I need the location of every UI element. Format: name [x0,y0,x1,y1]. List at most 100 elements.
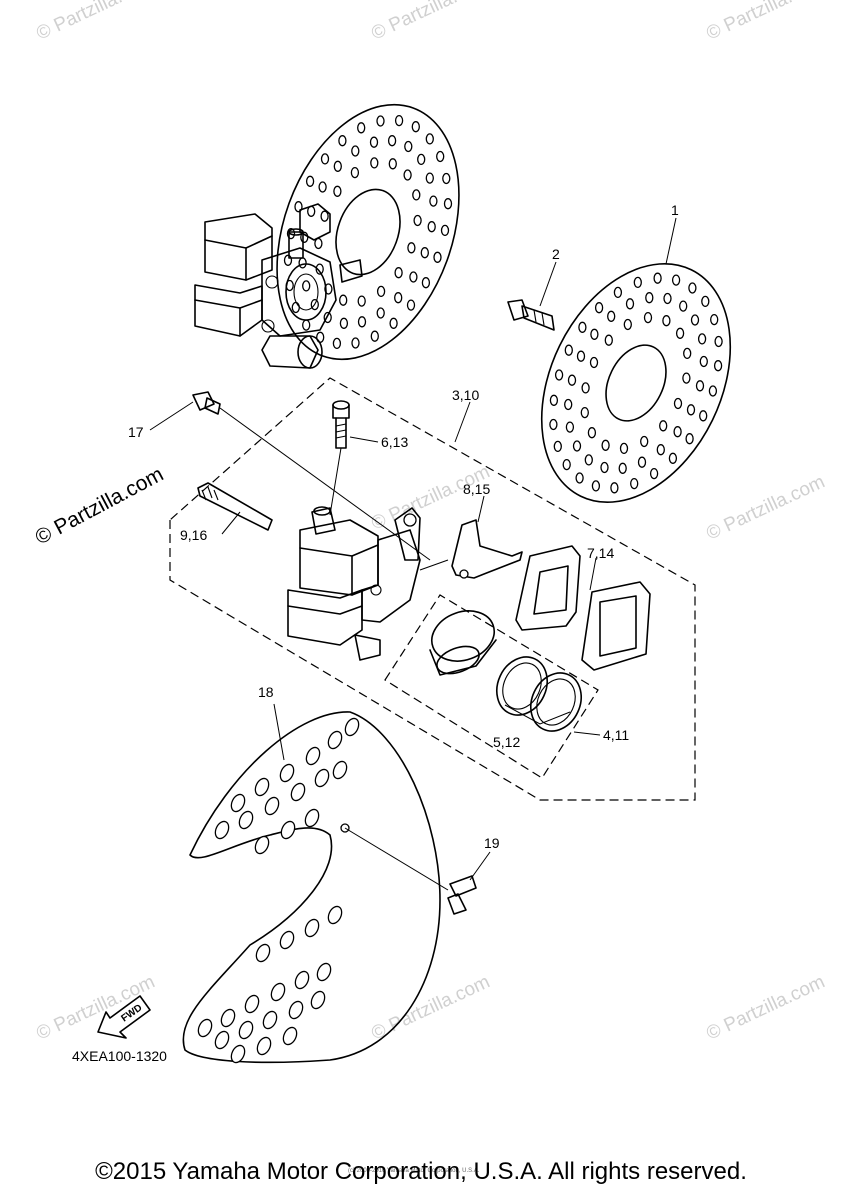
drilled-hole [427,221,436,233]
brake-pads [515,545,651,671]
drilled-hole [440,224,450,237]
drilled-hole [429,195,438,207]
drilled-hole [351,145,360,157]
drilled-hole [376,285,386,298]
caliper-body [287,506,449,661]
drilled-hole [589,356,599,369]
drilled-hole [572,440,582,452]
guard-hole [264,796,280,816]
drilled-hole [688,282,697,294]
watermark: © Partzilla.com [703,0,828,45]
drilled-hole [686,404,696,416]
drilled-hole [575,472,584,484]
drilled-hole [425,172,434,184]
drilled-hole [695,380,705,392]
callout-2: 2 [552,246,560,262]
drilled-hole [413,214,422,227]
drilled-hole [339,294,348,306]
drilled-hole [576,350,586,362]
drilled-hole [701,295,710,308]
drilled-hole [564,398,573,411]
guard-hole [238,1020,254,1040]
drilled-hole [697,333,707,345]
drilled-hole [417,153,426,166]
drilled-hole [404,140,413,153]
drilled-hole [643,311,653,324]
guard-hole [304,808,320,828]
drilled-hole [357,295,366,307]
guard-hole [314,768,330,788]
guard-hole [244,994,260,1014]
guard-bolt [447,875,477,915]
guard-hole [310,990,326,1010]
callout-17: 17 [128,424,144,440]
drilled-hole [708,385,718,397]
drilled-hole [562,458,571,471]
guard-hole [327,905,343,925]
drilled-hole [630,477,639,490]
drilled-hole [590,328,599,340]
bleed-screw [329,400,350,516]
guard-hole [288,1000,304,1020]
guard-hole [238,810,254,830]
drilled-hole [584,454,593,466]
drilled-hole [673,397,683,410]
drilled-hole [315,263,324,275]
drilled-hole [389,317,398,329]
drilled-hole [645,292,654,304]
caliper-pin [197,482,273,531]
guard-hole [305,746,321,766]
drilled-hole [649,467,659,480]
assembled-caliper [194,203,363,369]
guard-hole [255,943,271,963]
guard-hole [290,782,306,802]
drilled-hole [421,277,431,289]
drilled-hole [553,440,562,453]
drilled-hole [604,334,613,346]
guard-hole [197,1018,213,1038]
drilled-hole [305,175,315,187]
drilled-hole [291,301,300,314]
guard-hole [282,1026,298,1046]
drilled-hole [673,426,682,438]
drilled-hole [601,439,610,451]
drilled-hole [567,374,577,386]
guard-hole [254,835,270,855]
guard-hole [256,1036,272,1056]
drilled-hole [699,410,708,422]
callout-3-10: 3,10 [452,387,479,403]
watermark: © Partzilla.com [368,461,493,534]
brake-disc [540,262,732,504]
callout-19: 19 [484,835,500,851]
seal-kit-outline [384,594,599,779]
drilled-hole [420,247,429,259]
disc-guard [182,711,449,1064]
guard-hole [344,717,360,737]
drilled-hole [394,114,404,127]
drilled-hole [394,292,403,304]
diagram-code: 4XEA100-1320 [72,1048,167,1064]
drilled-hole [314,237,323,250]
callout-8-15: 8,15 [463,481,490,497]
drilled-hole [369,136,379,148]
callouts: 1 2 3,10 4,11 5,12 6,13 7,14 8,15 9,16 1… [128,202,679,851]
guard-hole [279,763,295,783]
drilled-hole [580,406,589,419]
drilled-hole [671,274,681,286]
drilled-hole [564,344,573,356]
guard-hole [294,970,310,990]
guard-hole [230,1044,246,1064]
drilled-hole [714,335,723,348]
watermark-layer: © Partzilla.com © Partzilla.com © Partzi… [33,0,828,1045]
drilled-hole [613,286,623,299]
guard-hole [304,918,320,938]
drilled-hole [318,181,327,193]
drilled-hole [619,442,629,455]
guard-hole [214,820,230,840]
callout-7-14: 7,14 [587,545,614,561]
drilled-hole [633,276,642,289]
drilled-hole [554,369,564,381]
drilled-hole [594,302,604,314]
drilled-hole [357,316,367,328]
